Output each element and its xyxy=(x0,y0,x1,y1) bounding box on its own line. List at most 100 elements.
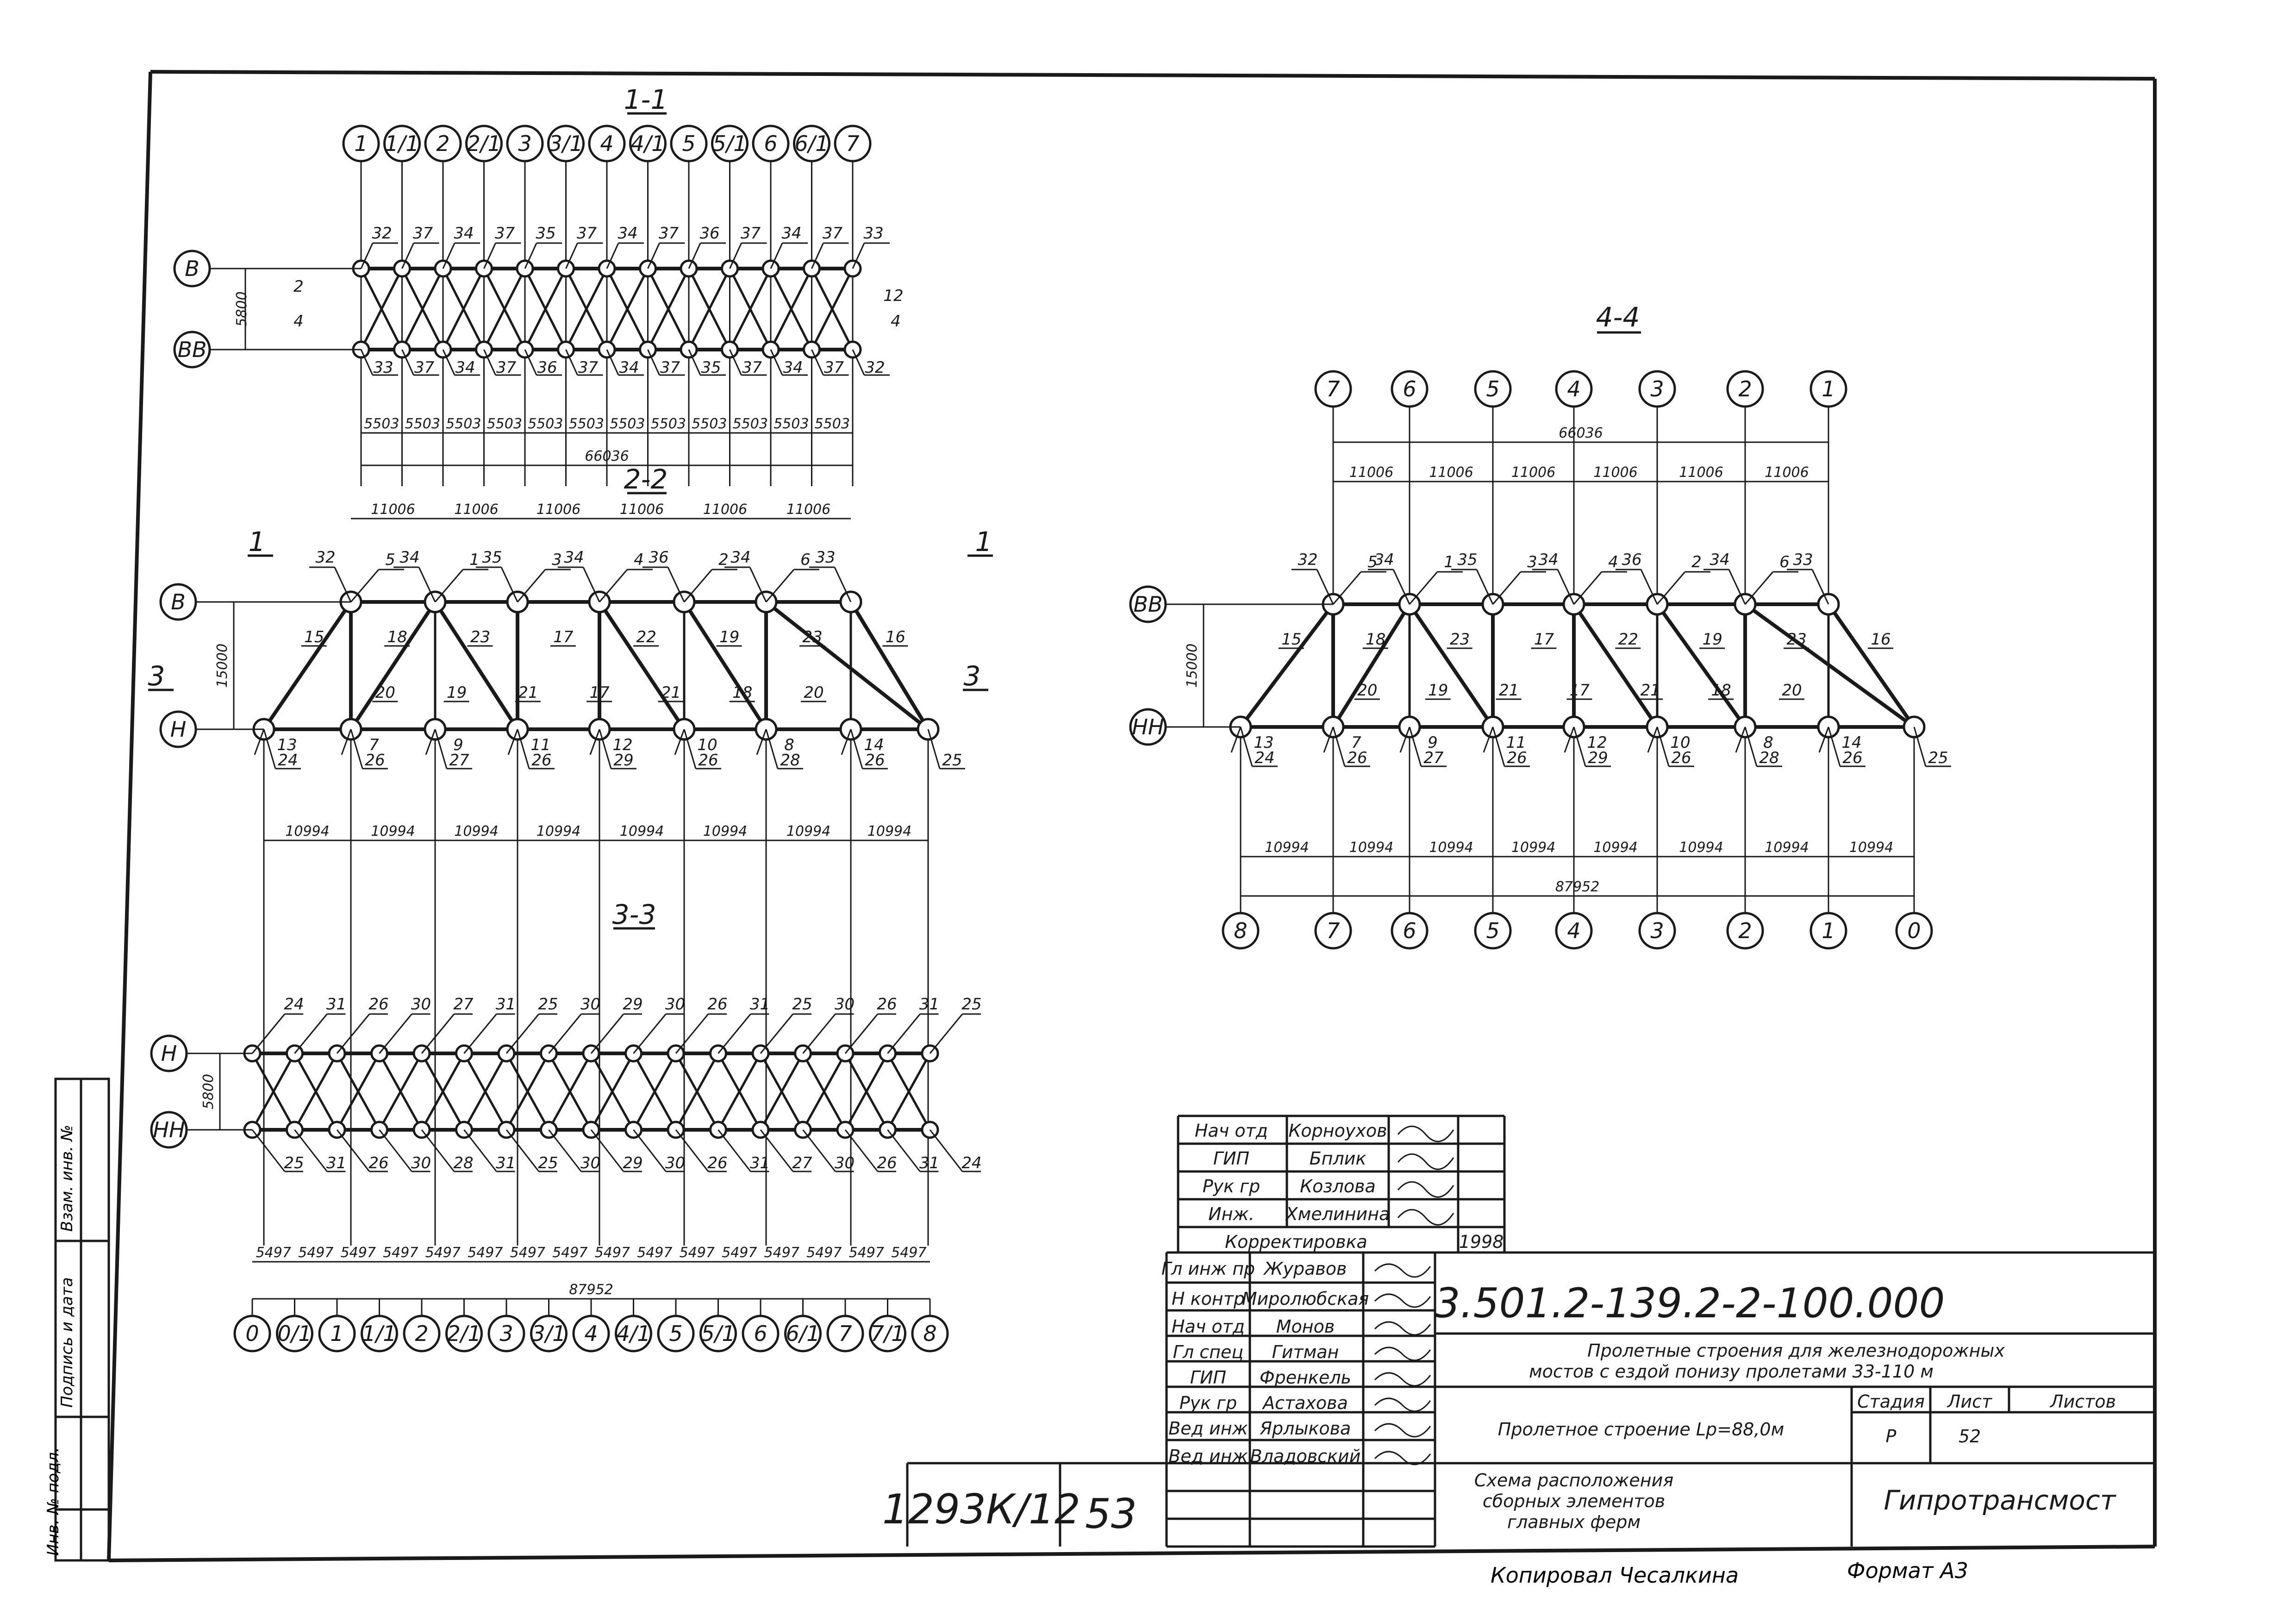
mark-leader xyxy=(667,567,685,602)
signature-mark xyxy=(1374,1321,1431,1336)
description-line-1: Пролетные строения для железнодорожных xyxy=(1587,1340,2005,1361)
axis-bubble-5 xyxy=(445,1315,483,1353)
height-value: 5800 xyxy=(234,291,250,326)
mark-leader xyxy=(760,1014,794,1054)
lower-mark: 28 xyxy=(1759,749,1779,767)
mark-leader xyxy=(1744,571,1774,605)
mark-leader xyxy=(294,1014,328,1054)
brace xyxy=(378,1052,423,1131)
signature-mark xyxy=(1374,1346,1431,1361)
span-8: 5503 xyxy=(692,416,727,432)
bot-mark-8: 29 xyxy=(623,1154,643,1172)
axis-bubble-5-label: 2/1 xyxy=(447,1321,481,1346)
mark-leader xyxy=(927,729,941,769)
bot-mark-5: 37 xyxy=(578,358,599,377)
top-mark-11: 31 xyxy=(750,995,770,1014)
bot-mark-6: 25 xyxy=(538,1154,558,1172)
mark-leader xyxy=(1656,571,1686,605)
top-span-2: 11006 xyxy=(1511,464,1555,481)
bot-mark-14: 26 xyxy=(877,1154,897,1172)
web-diagonal xyxy=(1827,603,1916,728)
mark-leader xyxy=(1573,726,1586,767)
lower-mark: 26 xyxy=(1842,749,1862,767)
mark-leader xyxy=(1828,726,1841,767)
end-diagonal xyxy=(1239,603,1335,728)
web-diagonal xyxy=(598,601,686,731)
mark-leader xyxy=(606,349,619,376)
top-axis-6-label: 1 xyxy=(1822,376,1835,401)
web-diagonal xyxy=(849,601,930,731)
section-mark: 1 xyxy=(249,526,266,557)
section-mark: 3 xyxy=(964,660,981,692)
sig-role-2: Нач отд xyxy=(1172,1316,1245,1337)
mark-leader xyxy=(1492,571,1522,605)
mark-leader xyxy=(811,243,824,269)
axis-bubble-13 xyxy=(784,1315,822,1353)
bot-span-6: 10994 xyxy=(786,823,830,839)
axis-bubble-6 xyxy=(487,1315,525,1353)
row-bubble-bottom-label: НН xyxy=(1132,714,1164,739)
upper-mark: 35 xyxy=(1457,551,1477,569)
section-2-2-title: 2-2 xyxy=(624,463,668,495)
lower-mark: 26 xyxy=(865,751,885,770)
mark-leader xyxy=(1913,726,1927,767)
total-value: 87952 xyxy=(569,1282,613,1298)
bot-mark-13: 30 xyxy=(835,1154,855,1172)
lower-mark: 12 xyxy=(1587,733,1607,752)
inner-mark-0: 20 xyxy=(375,683,395,702)
lower-mark: 26 xyxy=(1671,749,1691,767)
mark-leader xyxy=(1573,571,1603,605)
mark-leader xyxy=(1492,726,1505,767)
span-11: 5503 xyxy=(815,416,850,432)
mark-leader xyxy=(1230,726,1242,753)
mark-leader xyxy=(524,243,537,269)
axis-bubble-1-label: 0/1 xyxy=(277,1321,312,1346)
mark-leader xyxy=(1323,726,1334,753)
lower-mark: 7 xyxy=(1351,733,1361,752)
bot-mark-0: 25 xyxy=(284,1154,304,1172)
structure-name: Пролетное строение Lр=88,0м xyxy=(1498,1419,1784,1440)
diag-mark-5: 19 xyxy=(1703,630,1722,649)
bot-mark-16: 24 xyxy=(961,1154,981,1172)
top-span-1: 11006 xyxy=(1429,464,1473,481)
lower-mark: 26 xyxy=(531,751,551,770)
mark-leader xyxy=(505,1129,540,1172)
upper-mark: 2 xyxy=(718,551,729,569)
web-diagonal xyxy=(1655,603,1747,728)
lower-mark: 24 xyxy=(278,751,298,770)
diag-mark-2: 23 xyxy=(1450,630,1470,649)
bot-axis-2-label: 6 xyxy=(1403,918,1416,943)
row-bubble-top-label: ВВ xyxy=(1133,592,1162,617)
mark-leader xyxy=(688,349,701,376)
mark-leader xyxy=(606,243,619,269)
lower-mark: 29 xyxy=(1588,749,1608,767)
upper-mark: 34 xyxy=(730,548,750,567)
bot-mark-3: 30 xyxy=(411,1154,431,1172)
mark-leader xyxy=(1744,726,1758,767)
height-value: 15000 xyxy=(214,644,231,688)
axis-bubble-16-label: 8 xyxy=(923,1321,936,1346)
axis-bubble-15-label: 7/1 xyxy=(870,1321,905,1346)
mark-leader xyxy=(548,1014,582,1054)
mark-leader xyxy=(599,729,612,769)
lower-mark: 29 xyxy=(613,751,633,770)
span-9: 5497 xyxy=(637,1245,672,1261)
axis-bubble-11 xyxy=(699,1315,737,1353)
bot-mark-7: 37 xyxy=(660,358,680,377)
inner-mark-2: 21 xyxy=(518,683,538,702)
span-4: 5503 xyxy=(528,416,563,432)
lower-mark: 14 xyxy=(1841,733,1861,752)
diag-mark-5: 19 xyxy=(719,628,739,646)
axis-bubble-6-label: 3 xyxy=(499,1321,513,1346)
mark-leader xyxy=(507,729,518,755)
lower-mark: 9 xyxy=(453,736,463,754)
brace xyxy=(463,1052,508,1131)
top-mark-5: 31 xyxy=(496,995,516,1014)
signature-mark xyxy=(1397,1126,1454,1142)
mark-leader xyxy=(341,729,352,755)
top-span-4: 11006 xyxy=(1679,464,1723,481)
mark-leader xyxy=(675,1129,709,1172)
bot-mark-12: 32 xyxy=(865,358,885,377)
mark-leader xyxy=(505,1014,540,1054)
row-bubble-bottom-label: НН xyxy=(153,1117,185,1142)
